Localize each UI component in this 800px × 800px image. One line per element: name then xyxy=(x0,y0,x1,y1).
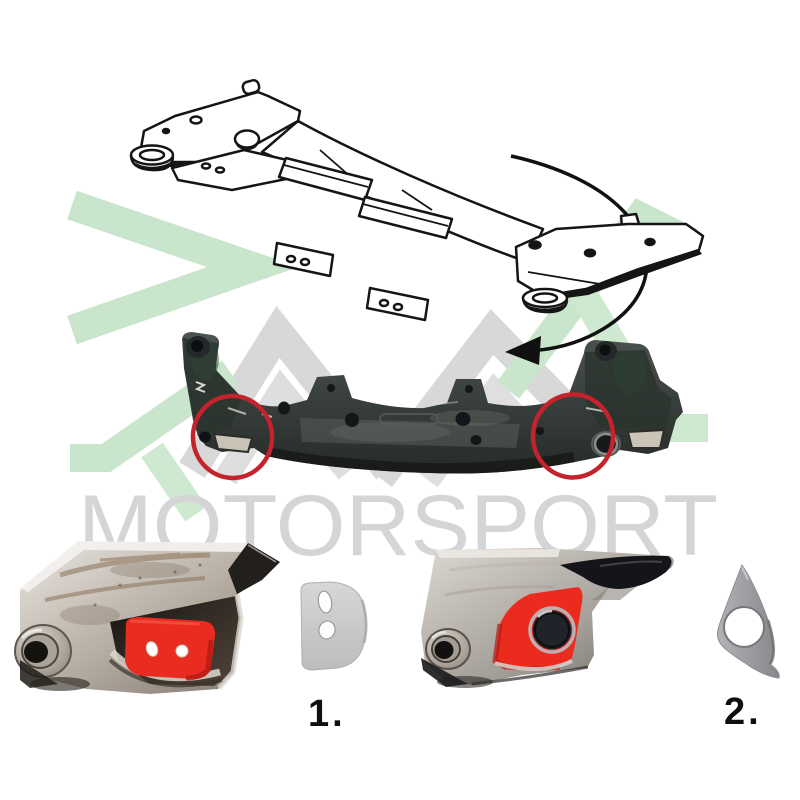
panel1-slot-hole xyxy=(317,590,333,614)
panel2-round-hole xyxy=(723,606,765,648)
green-chevron-p xyxy=(67,190,299,345)
highlight-circle-right xyxy=(530,392,616,480)
panel1-round-hole xyxy=(318,620,336,640)
rail-band xyxy=(260,119,545,264)
patch-slot-hole xyxy=(145,641,159,657)
detail-photo-left xyxy=(14,541,280,694)
highlight-circle-left xyxy=(190,393,275,481)
detail-label-1: 1. xyxy=(308,693,346,735)
patch-big-hole-rim xyxy=(528,606,576,654)
repair-patch-left xyxy=(125,617,216,679)
bushing-left xyxy=(14,624,72,678)
curved-arrow-icon xyxy=(505,154,649,365)
patch-round-hole xyxy=(175,644,189,658)
repair-panel-2 xyxy=(717,563,780,679)
bushing-right xyxy=(425,628,471,670)
sigma-stamp xyxy=(194,381,207,393)
dark-fin-right xyxy=(560,555,672,589)
detail-label-2: 2. xyxy=(724,691,762,733)
patch-big-hole xyxy=(532,610,572,650)
repair-panel-1 xyxy=(300,581,368,671)
detail-photo-right xyxy=(421,548,674,688)
green-stub xyxy=(141,442,207,522)
subframe-line-drawing xyxy=(129,79,705,322)
green-stroke-a xyxy=(70,360,238,472)
